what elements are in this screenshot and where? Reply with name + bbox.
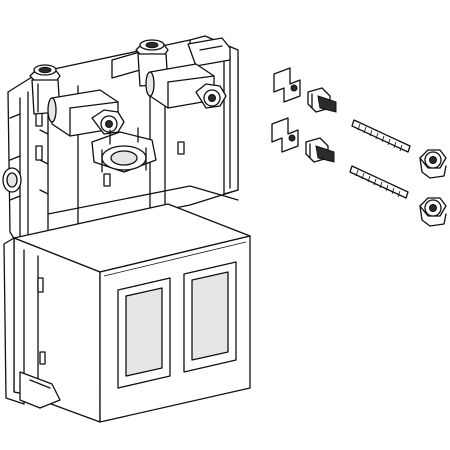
water-connection-right (135, 39, 227, 109)
nut-bottom (419, 197, 447, 227)
solenoid-valve (91, 127, 157, 173)
nut-top (419, 149, 447, 179)
fixing-bracket-bottom (271, 117, 335, 163)
junction-box (3, 203, 251, 423)
threaded-rod-top (351, 119, 411, 153)
fixing-bracket-top (273, 67, 337, 113)
threaded-rod-bottom (349, 165, 409, 199)
water-connection-left (29, 64, 125, 137)
